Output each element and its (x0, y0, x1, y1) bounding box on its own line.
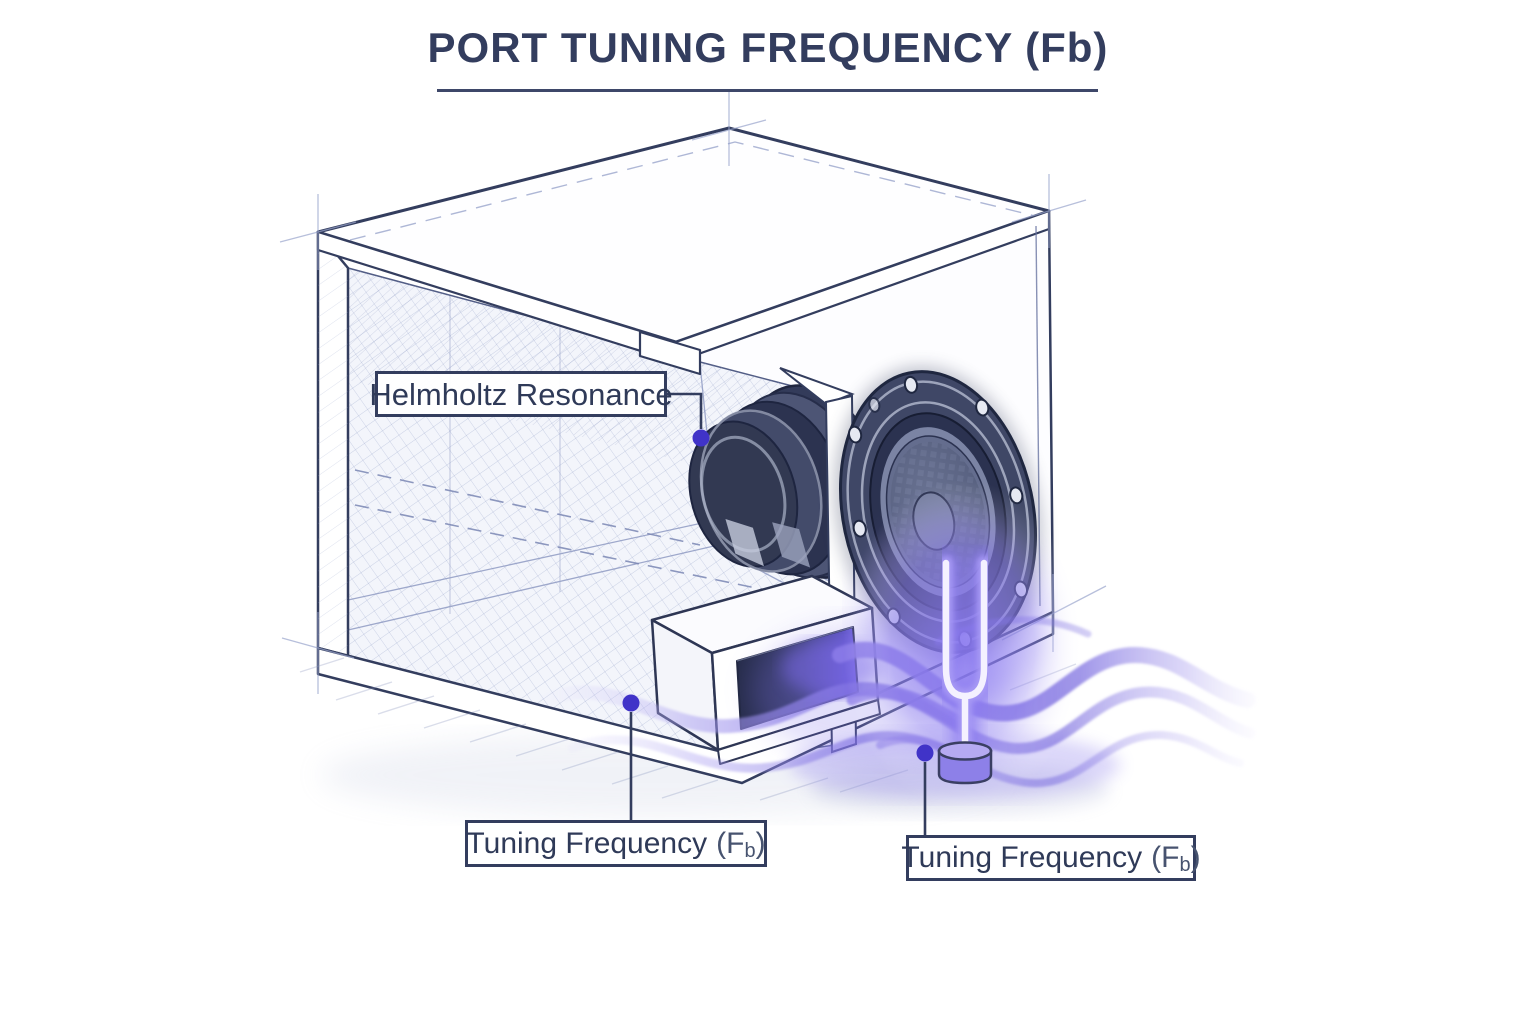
callout-port-label-sub: b (744, 839, 756, 862)
leader-dot-port (622, 694, 640, 712)
fork-base (937, 741, 993, 785)
callout-fork-label-main: Tuning Frequency (901, 841, 1143, 874)
tuning-fork-icon (843, 480, 1083, 810)
callout-port-label-close: ) (755, 826, 766, 860)
callout-fork-label-f: (F (1151, 841, 1180, 874)
callout-port-label-f: (F (716, 826, 745, 860)
leader-dot-helmholtz (692, 429, 710, 447)
title-underline (437, 89, 1098, 92)
page-title-text: PORT TUNING FREQUENCY (Fb) (427, 24, 1109, 71)
top-panel-notch (638, 330, 702, 376)
leader-dot-fork (916, 744, 934, 762)
callout-helmholtz-resonance: Helmholtz Resonance (369, 371, 673, 417)
leader-lines (622, 392, 934, 835)
callout-fork-label-sub: b (1179, 854, 1191, 876)
callout-helmholtz-label: Helmholtz Resonance (369, 376, 673, 412)
callout-fork-label-close: ) (1190, 841, 1201, 874)
page-title: PORT TUNING FREQUENCY (Fb) (0, 24, 1536, 72)
leader-line-helmholtz (667, 392, 703, 429)
callout-port-label-main: Tuning Frequency (466, 826, 708, 860)
